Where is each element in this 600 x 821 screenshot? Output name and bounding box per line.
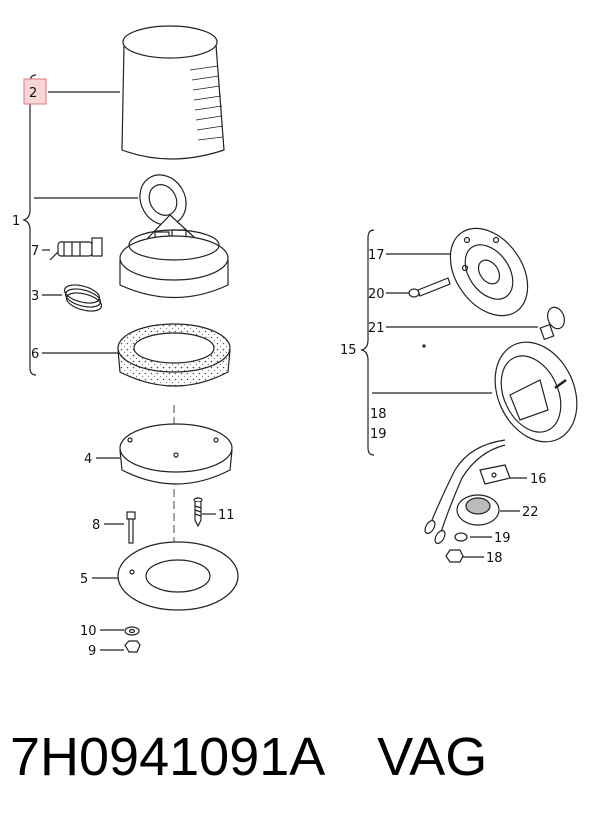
callout-4: 4 — [84, 452, 92, 467]
dome-cover — [121, 25, 225, 160]
callout-9: 9 — [88, 644, 96, 659]
mounting-plate — [117, 541, 239, 611]
washer-19 — [454, 532, 468, 542]
callout-2: 2 — [29, 86, 37, 101]
bolt-8 — [126, 511, 136, 544]
foam-gasket — [117, 323, 231, 387]
callout-8: 8 — [92, 518, 100, 533]
brand-name: VAG — [377, 727, 488, 787]
bulb-h1 — [49, 237, 103, 261]
callout-2-highlight — [23, 78, 47, 105]
lamp-holder-plate — [449, 227, 529, 317]
callout-3: 3 — [31, 289, 39, 304]
nut-9 — [124, 640, 141, 653]
washer-10 — [124, 626, 140, 636]
callout-19-lower: 19 — [494, 531, 511, 546]
callout-6: 6 — [31, 347, 39, 362]
callout-15: 15 — [340, 343, 357, 358]
grommet-22 — [456, 494, 500, 526]
part-number: 7H0941091A — [10, 727, 326, 787]
exploded-parts-diagram: 2 1 7 3 6 4 11 8 5 10 9 17 20 21 15 18 1… — [12, 25, 578, 659]
callout-11: 11 — [218, 508, 235, 523]
callout-18-lower: 18 — [486, 551, 503, 566]
callout-17: 17 — [368, 248, 385, 263]
base-plate — [119, 423, 233, 485]
callout-10: 10 — [80, 624, 97, 639]
lamp-housing — [494, 341, 578, 443]
callout-19: 19 — [370, 427, 387, 442]
nut-18 — [445, 549, 464, 563]
callout-21: 21 — [368, 321, 385, 336]
base-housing — [119, 229, 229, 298]
screw-20 — [408, 277, 451, 298]
screw-11 — [193, 497, 203, 528]
bracket-16 — [479, 464, 511, 485]
callout-18: 18 — [370, 407, 387, 422]
callout-20: 20 — [368, 287, 385, 302]
callout-5: 5 — [80, 572, 88, 587]
callout-16: 16 — [530, 472, 547, 487]
callout-7: 7 — [31, 244, 39, 259]
callout-1: 1 — [12, 214, 20, 229]
part-caption: 7H0941091A VAG — [10, 712, 590, 802]
group-15-bracket — [360, 229, 375, 456]
clip-ring — [63, 284, 103, 312]
wire-harness — [429, 439, 506, 536]
group-1-bracket — [22, 74, 37, 376]
callout-22: 22 — [522, 505, 539, 520]
small-bulb — [539, 306, 566, 341]
